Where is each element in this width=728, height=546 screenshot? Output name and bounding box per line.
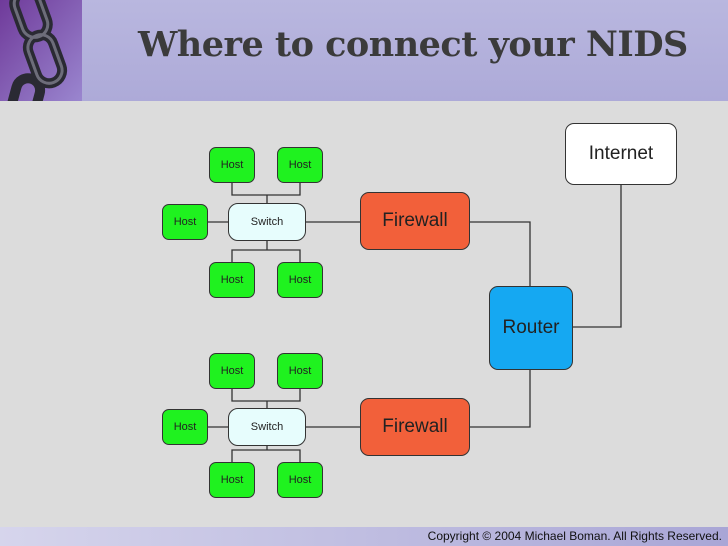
internet-node: Internet (565, 123, 677, 185)
host-node: Host (209, 353, 255, 389)
host-node: Host (277, 353, 323, 389)
host-node: Host (277, 462, 323, 498)
firewall-bottom-node: Firewall (360, 398, 470, 456)
firewall-top-node: Firewall (360, 192, 470, 250)
host-node: Host (209, 262, 255, 298)
host-node: Host (209, 147, 255, 183)
host-node: Host (162, 204, 208, 240)
host-node: Host (209, 462, 255, 498)
chain-link-logo-icon (0, 0, 82, 101)
host-node: Host (162, 409, 208, 445)
page-title: Where to connect your NIDS (138, 24, 688, 65)
switch-node: Switch (228, 408, 306, 446)
switch-node: Switch (228, 203, 306, 241)
host-node: Host (277, 147, 323, 183)
header-bar: Where to connect your NIDS (0, 0, 728, 101)
footer-bar: Copyright © 2004 Michael Boman. All Righ… (0, 527, 728, 546)
host-node: Host (277, 262, 323, 298)
router-node: Router (489, 286, 573, 370)
copyright-text: Copyright © 2004 Michael Boman. All Righ… (427, 529, 722, 543)
